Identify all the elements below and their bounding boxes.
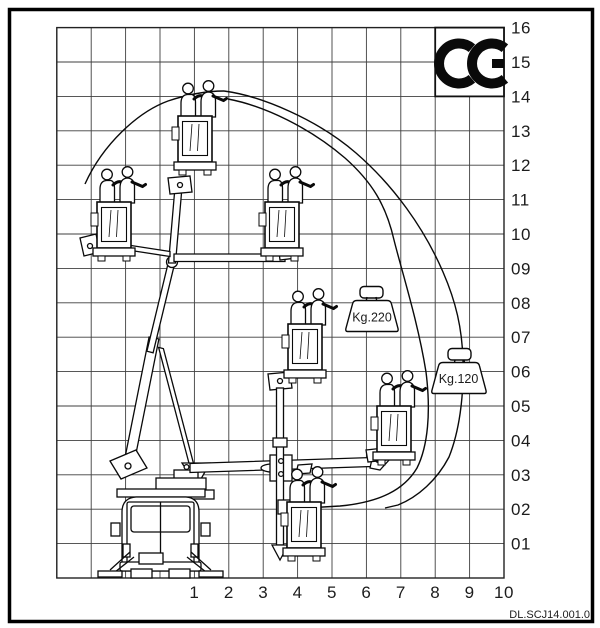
y-tick-label: 16 — [511, 19, 531, 38]
van-drawing — [97, 488, 224, 579]
x-tick-label: 5 — [327, 583, 337, 602]
envelope-curve-outer-120kg — [223, 90, 464, 509]
weight-220-icon: Kg.220 — [345, 285, 399, 333]
envelope-curve-inner-220kg — [227, 98, 430, 510]
x-tick-label: 3 — [258, 583, 268, 602]
y-tick-label: 06 — [511, 363, 531, 382]
top-mast — [167, 175, 193, 264]
drawing-code: DL.SCJ14.001.0 — [509, 609, 590, 621]
x-tick-label: 10 — [494, 583, 514, 602]
license-plate — [138, 552, 164, 565]
y-tick-label: 10 — [511, 225, 531, 244]
basket-right — [370, 405, 416, 466]
grid-border — [56, 26, 505, 579]
mirror-right — [200, 522, 211, 537]
x-tick-label: 7 — [396, 583, 406, 602]
y-tick-label: 08 — [511, 294, 531, 313]
x-axis-labels: 1 2 3 4 5 6 7 8 9 10 — [189, 583, 514, 602]
x-tick-label: 4 — [293, 583, 303, 602]
envelope-curve-left — [84, 90, 225, 185]
x-tick-label: 9 — [465, 583, 475, 602]
y-tick-label: 03 — [511, 466, 531, 485]
y-tick-label: 15 — [511, 53, 531, 72]
y-tick-label: 13 — [511, 122, 531, 141]
x-tick-label: 2 — [224, 583, 234, 602]
y-tick-label: 05 — [511, 397, 531, 416]
boom-elbow-joint — [109, 449, 148, 480]
outrigger-right — [186, 551, 212, 573]
weight-120-label: Kg.120 — [439, 372, 479, 386]
basket-upper-right — [258, 201, 304, 262]
y-tick-label: 09 — [511, 259, 531, 278]
y-tick-label: 01 — [511, 535, 531, 554]
mirror-left — [110, 522, 121, 537]
basket-bottom — [280, 501, 326, 562]
y-tick-label: 14 — [511, 87, 531, 106]
x-tick-label: 6 — [361, 583, 371, 602]
y-tick-label: 04 — [511, 431, 531, 450]
weight-120-icon: Kg.120 — [431, 347, 487, 395]
weight-220-label: Kg.220 — [352, 311, 392, 325]
basket-top — [171, 115, 217, 176]
wheel-right — [168, 568, 191, 579]
wheel-left — [130, 568, 153, 579]
x-tick-label: 1 — [189, 583, 199, 602]
x-tick-label: 8 — [430, 583, 440, 602]
y-axis-labels: 01 02 03 04 05 06 07 08 09 10 11 12 13 14 15 16 — [511, 19, 531, 554]
basket-middle — [281, 323, 327, 384]
y-tick-label: 11 — [511, 191, 530, 210]
outrigger-left — [109, 551, 135, 573]
taillight-left — [122, 543, 131, 558]
y-tick-label: 02 — [511, 500, 531, 519]
taillight-right — [190, 543, 199, 558]
ce-mark-icon — [434, 26, 509, 98]
y-tick-label: 07 — [511, 328, 531, 347]
y-tick-label: 12 — [511, 156, 531, 175]
basket-left — [90, 201, 136, 262]
